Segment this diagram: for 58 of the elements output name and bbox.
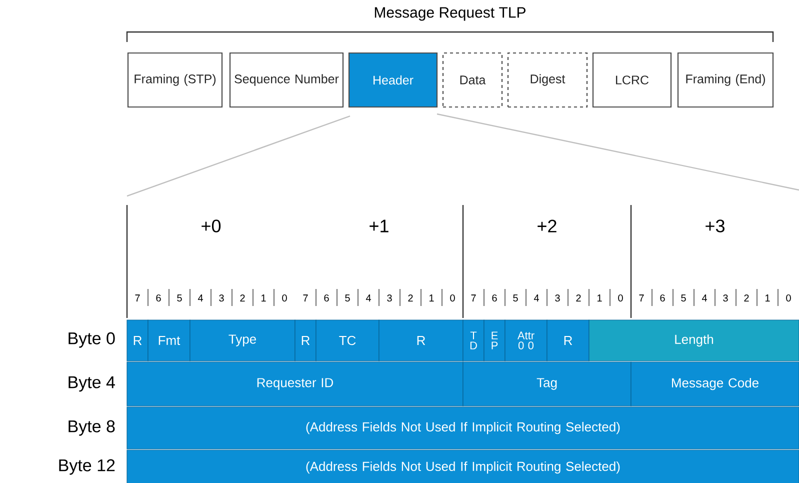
byte-offset-label: +2 bbox=[538, 220, 556, 232]
bit-number: 1 bbox=[766, 294, 770, 302]
bit-number: 4 bbox=[534, 294, 539, 302]
header-field-cell: Message Code bbox=[630, 362, 799, 406]
header-field-cell: Length bbox=[588, 320, 799, 362]
bit-number: 3 bbox=[723, 294, 728, 302]
bit-number: 7 bbox=[639, 294, 644, 302]
packet-field-box: Digest bbox=[507, 52, 588, 108]
packet-field-box: Sequence Number bbox=[229, 52, 344, 108]
bit-number: 5 bbox=[177, 294, 182, 302]
packet-field-box: Framing (STP) bbox=[127, 52, 223, 108]
bit-number: 2 bbox=[240, 294, 245, 302]
packet-field-box: Data bbox=[442, 52, 503, 108]
bit-number: 3 bbox=[555, 294, 560, 302]
bit-number: 0 bbox=[786, 294, 791, 302]
byte-offset-label: +3 bbox=[706, 220, 724, 232]
bit-number: 5 bbox=[513, 294, 518, 302]
bit-number: 2 bbox=[408, 294, 413, 302]
header-field-cell: E P bbox=[484, 320, 506, 362]
byte-offset-label: +0 bbox=[202, 220, 221, 232]
byte-row-label: Byte 8 bbox=[68, 420, 115, 436]
bit-number: 7 bbox=[303, 294, 308, 302]
byte-row-label: Byte 4 bbox=[68, 376, 115, 392]
bit-number: 1 bbox=[598, 294, 602, 302]
packet-field-box: LCRC bbox=[592, 52, 672, 108]
header-field-cell: Attr 0 0 bbox=[504, 320, 548, 362]
header-field-cell: R bbox=[126, 320, 148, 362]
bit-number: 4 bbox=[198, 294, 203, 302]
bit-number: 0 bbox=[282, 294, 287, 302]
bit-number: 6 bbox=[156, 294, 161, 302]
header-field-cell: T D bbox=[462, 320, 484, 362]
bit-number: 0 bbox=[450, 294, 455, 302]
byte-row-label: Byte 0 bbox=[68, 332, 115, 348]
bit-number: 6 bbox=[492, 294, 497, 302]
bit-number: 4 bbox=[702, 294, 707, 302]
bit-number: 1 bbox=[430, 294, 434, 302]
bit-number: 6 bbox=[660, 294, 665, 302]
bit-number: 2 bbox=[576, 294, 581, 302]
bit-number: 1 bbox=[262, 294, 266, 302]
header-field-cell: R bbox=[294, 320, 316, 362]
bit-number: 5 bbox=[681, 294, 686, 302]
bit-number: 6 bbox=[324, 294, 329, 302]
bit-number: 7 bbox=[471, 294, 476, 302]
bit-number: 0 bbox=[618, 294, 623, 302]
bit-number: 3 bbox=[387, 294, 392, 302]
bit-number: 2 bbox=[744, 294, 749, 302]
bit-number: 7 bbox=[135, 294, 140, 302]
header-field-cell: Fmt bbox=[148, 320, 190, 362]
header-field-cell: R bbox=[546, 320, 590, 362]
byte-row-label: Byte 12 bbox=[59, 459, 115, 475]
bit-number: 5 bbox=[345, 294, 350, 302]
packet-field-box: Header bbox=[348, 52, 438, 108]
bit-number: 3 bbox=[219, 294, 224, 302]
header-field-cell: (Address Fields Not Used If Implicit Routing Selected) bbox=[126, 450, 799, 483]
diagram-title: Message Request TLP bbox=[374, 7, 526, 21]
byte-offset-label: +1 bbox=[370, 220, 388, 232]
packet-field-box: Framing (End) bbox=[677, 52, 774, 108]
bit-number: 4 bbox=[366, 294, 371, 302]
